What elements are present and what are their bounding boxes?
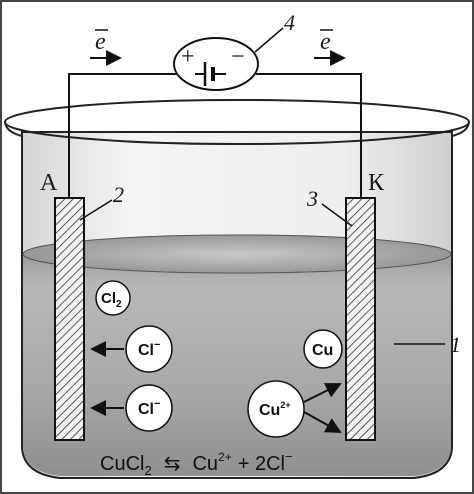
chloride-ion-2-text: Cl−	[138, 398, 160, 418]
copper-atom-text: Cu	[312, 342, 333, 359]
label-3: 3	[306, 186, 318, 211]
cathode-label: К	[368, 170, 385, 196]
cathode-electrode	[345, 197, 376, 441]
wire-left	[68, 73, 178, 198]
wire-right	[256, 73, 362, 198]
copper-ion-text: Cu2+	[259, 400, 291, 419]
beaker-lip-right	[451, 121, 470, 137]
minus-sign: −	[231, 44, 245, 70]
leader-2	[79, 199, 113, 221]
copper-atom	[303, 329, 343, 369]
chloride-ion-1	[125, 325, 173, 373]
label-4: 4	[284, 10, 295, 35]
leader-3	[321, 203, 353, 227]
electron-left: e	[95, 29, 106, 55]
copper-arrow-down	[303, 411, 342, 433]
cl2-molecule	[95, 280, 131, 316]
anode-label: А	[40, 170, 58, 196]
plus-sign: +	[181, 44, 195, 70]
electron-right: e	[320, 29, 331, 55]
power-source	[173, 37, 259, 91]
cl2-text: Cl2	[101, 290, 122, 310]
electrolyte-solution	[23, 252, 451, 476]
anode-electrode	[54, 197, 85, 441]
beaker-lip-left	[4, 121, 23, 137]
copper-ion	[247, 380, 305, 438]
liquid-surface	[22, 234, 452, 274]
copper-arrow-up	[303, 383, 342, 403]
label-1: 1	[450, 332, 461, 357]
chloride-ion-2	[125, 384, 173, 432]
dissociation-equation: CuCl2⇆Cu2++ 2Cl−	[100, 449, 293, 478]
label-2: 2	[113, 182, 124, 207]
leader-4	[254, 27, 284, 53]
chloride-ion-1-text: Cl−	[138, 339, 160, 359]
